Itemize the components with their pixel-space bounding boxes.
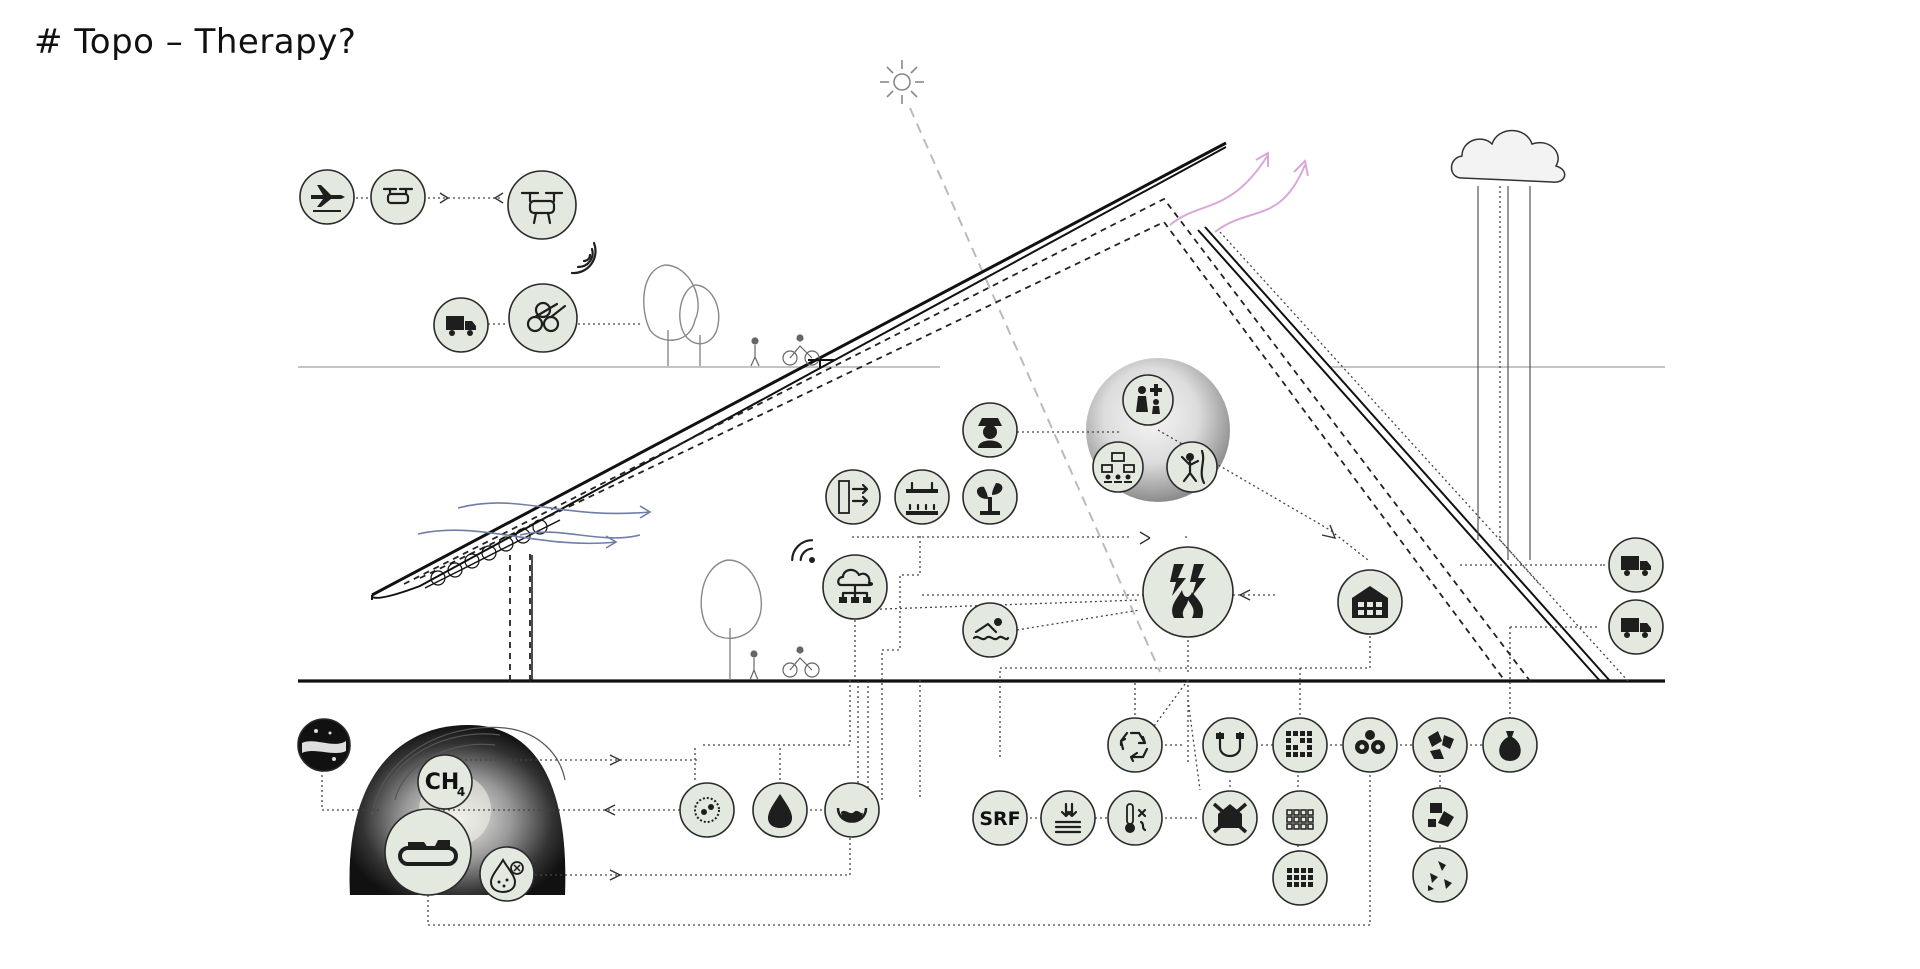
airplane-icon [299,169,355,225]
rain-cloud-icon [1450,129,1566,586]
bacteria-icon [679,782,735,838]
truck-icon-east-1 [1608,537,1664,593]
warehouse-icon [1337,569,1403,635]
shards-icon [1412,847,1468,903]
truck-icon-east-2 [1608,599,1664,655]
farmer-icon [962,402,1018,458]
pedestrians-inner [749,646,820,681]
wifi-icon [791,539,815,563]
plant-icon [962,469,1018,525]
logs-icon [508,283,578,353]
srf-icon: SRF [972,790,1028,846]
tree-inner [700,559,763,680]
fragments-icon [1412,787,1468,843]
debris-icon [1412,717,1468,773]
truck-icon [433,297,489,353]
trees-top [643,264,720,366]
irrigation-icon [894,469,950,525]
family-health-icon [1122,374,1174,426]
pedestrians-top [750,334,835,368]
no-shredding-icon [1202,790,1258,846]
heat-plume [1169,151,1309,233]
community-icon [1092,441,1144,493]
garbage-bag-icon [1482,717,1538,773]
srf-label: SRF [979,808,1020,830]
ch4-icon: CH 4 [417,754,473,810]
wind-collector [424,519,561,589]
climbing-icon [1166,441,1218,493]
page-title: # Topo – Therapy? [34,22,357,62]
signal-icon [570,241,597,275]
gears-icon [1342,717,1398,773]
soil-sample-icon [297,718,351,772]
conveyor-icon [384,808,472,896]
drone-icon [370,169,426,225]
energy-fire-icon [1142,546,1234,638]
large-drone-icon [507,170,577,240]
flow-arrowheads [439,192,1337,881]
ventilation-icon [825,469,881,525]
sun-ray [909,107,1161,673]
leachate-icon [824,782,880,838]
magnet-icon [1202,717,1258,773]
thermometer-icon [1107,790,1163,846]
wind-flow [417,502,652,549]
compress-icon [1040,790,1096,846]
small-grid-icon [1272,790,1328,846]
ch4-subscript: 4 [457,785,465,799]
recycle-icon [1107,717,1163,773]
landform-roof [371,141,1629,682]
ch4-label: CH [425,770,460,795]
water-drop-icon [752,782,808,838]
swimming-icon [962,602,1018,658]
cloud-server-icon [822,554,888,620]
sorting-grid-icon [1272,717,1328,773]
dense-grid-icon [1272,850,1328,906]
sun-icon [880,60,924,104]
contaminated-drop-icon [479,846,535,902]
